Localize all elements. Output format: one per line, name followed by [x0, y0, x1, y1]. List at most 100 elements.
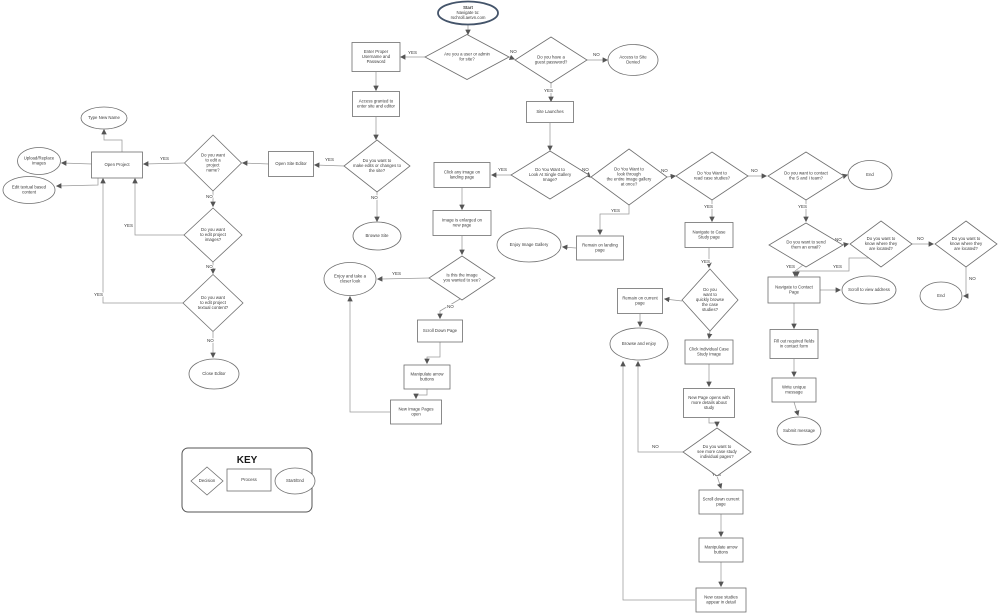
key-decision-shape: Decision [190, 466, 224, 496]
edge-send-email-yes-label: YES [786, 264, 795, 269]
edge-new-image-loop [347, 295, 390, 413]
process-open-project-label: Open Project [104, 162, 130, 167]
terminal-close-editor: Close Editor [188, 358, 240, 390]
edge-write-message-down [793, 401, 800, 417]
process-scroll-down-page-label: Scroll Down Page [423, 328, 458, 333]
edge-quick-browse-no [706, 330, 713, 340]
edge-send-email-no-label: NO [835, 237, 842, 242]
edge-new-case-loop [620, 360, 695, 601]
decision-guest-password [514, 36, 588, 84]
edge-wanted-image-no [437, 298, 461, 320]
edge-open-site-editor-left [241, 160, 270, 166]
edge-contact-end [841, 173, 849, 180]
terminal-browse-and-enjoy [609, 327, 669, 361]
key-terminal-shape-label: Start/End [286, 478, 305, 483]
key-terminal-shape [274, 467, 316, 495]
edge-user-admin-no-label: NO [510, 49, 517, 54]
terminal-type-new-name: Type New Name [80, 106, 128, 130]
decision-send-email [768, 222, 844, 268]
process-navigate-contact [767, 276, 821, 304]
terminal-end-2-label: End [937, 293, 945, 298]
edge-more-case-no [635, 360, 683, 453]
edge-open-project-textual [55, 178, 99, 189]
process-open-site-editor [268, 151, 314, 177]
edge-read-case-no-label: NO [751, 168, 758, 173]
terminal-end-2: End [919, 281, 963, 311]
edge-edit-images-yes-label: YES [124, 223, 133, 228]
edge-located1-yes-label: YES [833, 264, 842, 269]
edge-edit-textual-no-label: NO [207, 338, 214, 343]
process-click-individual-case [684, 339, 734, 365]
edge-scroll-page-down [424, 342, 441, 365]
decision-know-located-1 [849, 220, 913, 268]
edge-edit-images-no-label: NO [206, 264, 213, 269]
edge-open-project-type-name [101, 128, 123, 152]
process-scroll-down-current [698, 489, 744, 515]
edge-edit-textual-yes [100, 177, 183, 304]
start-terminal [437, 0, 499, 26]
terminal-submit-message [776, 416, 822, 446]
process-site-launches: Site Launches [526, 101, 574, 123]
decision-edit-project-textual [182, 273, 244, 333]
edge-more-case-no-label: NO [652, 444, 659, 449]
process-enter-credentials [351, 42, 401, 72]
terminal-type-new-name-label: Type New Name [88, 115, 120, 120]
terminal-browse-and-enjoy-label: Browse and enjoy [622, 341, 657, 346]
process-open-site-editor-label: Open Site Editor [275, 161, 307, 166]
process-click-any-image [433, 162, 491, 188]
edge-remain-landing-left [561, 244, 577, 251]
edge-send-email-yes [792, 264, 804, 278]
edge-make-edits-no-label: NO [371, 195, 378, 200]
decision-single-gallery-image [510, 150, 590, 200]
edge-located2-no [962, 267, 969, 299]
terminal-browse-and-enjoy: Browse and enjoy [609, 327, 669, 361]
decision-know-located-2 [934, 220, 998, 268]
edge-manipulate1-down [413, 389, 428, 400]
